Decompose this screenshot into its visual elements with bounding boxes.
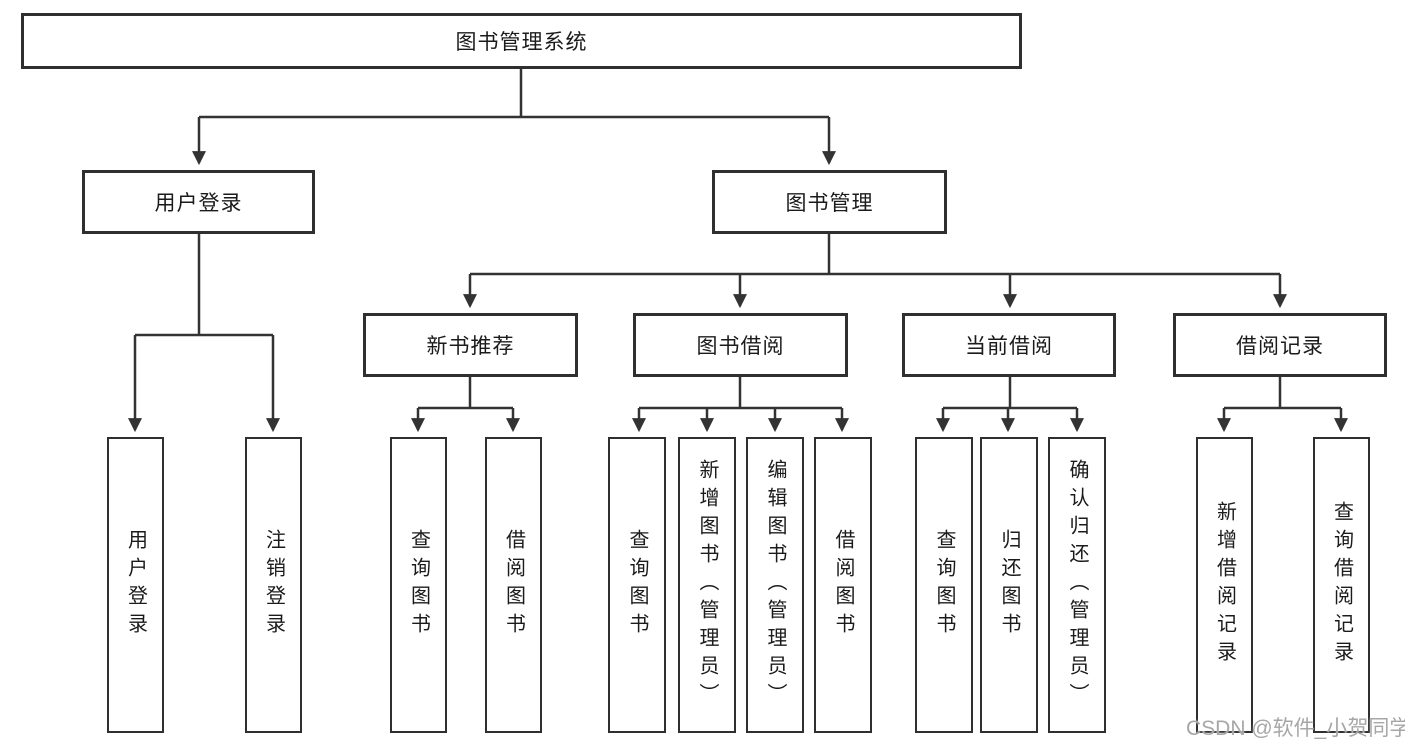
node-book-borrowing: 图书借阅 — [633, 313, 848, 377]
leaf-records-query-record: 查询借阅记录 — [1313, 437, 1370, 733]
leaf-borrowing-query-book: 查询图书 — [608, 437, 666, 733]
leaf-borrowing-borrow-book: 借阅图书 — [814, 437, 872, 733]
leaf-user-login: 用户登录 — [107, 437, 164, 733]
leaf-current-confirm-return-admin: 确认归还（管理员） — [1048, 437, 1106, 733]
csdn-watermark: CSDN @软件_小贺同学 — [1186, 717, 1405, 740]
leaf-recommend-query-book: 查询图书 — [390, 437, 447, 733]
leaf-recommend-borrow-book: 借阅图书 — [485, 437, 542, 733]
node-borrowing-records: 借阅记录 — [1173, 313, 1387, 377]
leaf-current-query-book: 查询图书 — [915, 437, 973, 733]
leaf-logout: 注销登录 — [245, 437, 302, 733]
leaf-borrowing-add-book-admin: 新增图书（管理员） — [678, 437, 736, 733]
node-new-book-recommendation: 新书推荐 — [363, 313, 578, 377]
leaf-current-return-book: 归还图书 — [980, 437, 1038, 733]
node-user-login: 用户登录 — [82, 170, 315, 234]
node-library-management-system: 图书管理系统 — [21, 13, 1022, 69]
node-current-borrowing: 当前借阅 — [902, 313, 1116, 377]
leaf-borrowing-edit-book-admin: 编辑图书（管理员） — [746, 437, 804, 733]
node-book-management: 图书管理 — [712, 170, 947, 234]
leaf-records-add-record: 新增借阅记录 — [1196, 437, 1253, 733]
